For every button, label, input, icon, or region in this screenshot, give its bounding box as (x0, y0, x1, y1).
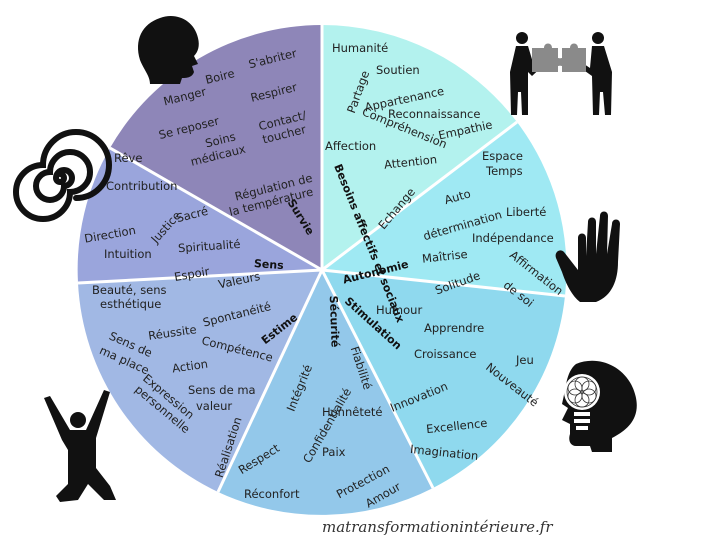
sector-sens-labels: Rêve Contribution Direction Justice Sacr… (83, 151, 284, 311)
sector-besoins-affectifs (322, 25, 517, 270)
category-label-securite: Sécurité (327, 295, 342, 347)
sector-survie (110, 25, 322, 270)
need-label: esthétique (100, 297, 161, 311)
need-label: Rêve (114, 151, 142, 165)
category-label-sens: Sens (254, 257, 285, 272)
jumping-person-icon (44, 390, 116, 502)
sector-sens (77, 148, 322, 283)
need-label: Espace (482, 149, 523, 163)
need-label: Humanité (332, 41, 388, 55)
need-label: Réconfort (244, 487, 300, 501)
need-label: Attention (383, 152, 437, 171)
need-label: Reconnaissance (388, 107, 480, 121)
need-label: Maîtrise (421, 247, 468, 266)
need-label: Jeu (515, 353, 534, 367)
need-label: Humour (376, 303, 422, 317)
need-label: Paix (322, 445, 346, 459)
need-label: Espoir (173, 264, 211, 284)
need-label: Affection (325, 139, 376, 153)
need-label: Action (171, 357, 209, 376)
head-silhouette-icon (138, 16, 199, 84)
need-label: Soutien (376, 63, 420, 77)
need-label: Boire (204, 66, 236, 87)
sector-dividers (77, 25, 566, 493)
hand-icon (555, 211, 620, 302)
need-label: valeur (196, 399, 232, 413)
need-label: Honnêteté (322, 405, 383, 419)
spiral-icon (13, 129, 112, 222)
need-label: Excellence (425, 416, 488, 436)
puzzle-people-icon (510, 32, 612, 115)
need-label: Beauté, sens (92, 283, 167, 297)
need-label: Sens de ma (188, 383, 256, 397)
need-label: Contribution (106, 179, 177, 193)
need-label: Intuition (104, 247, 152, 261)
sector-stimulation (322, 270, 565, 488)
need-label: Apprendre (424, 321, 484, 335)
need-label: Spiritualité (178, 237, 241, 255)
need-label: Indépendance (472, 231, 554, 245)
need-label: Temps (485, 164, 523, 178)
sector-autonomie (322, 122, 567, 296)
wheel (77, 25, 567, 515)
need-label: Réussite (147, 322, 197, 343)
sector-estime (78, 270, 322, 492)
need-label: Liberté (506, 205, 546, 219)
lightbulb-head-icon (562, 360, 637, 452)
sector-securite (218, 270, 433, 515)
need-label: Croissance (414, 347, 476, 361)
site-url: matransformationintérieure.fr (322, 518, 553, 536)
